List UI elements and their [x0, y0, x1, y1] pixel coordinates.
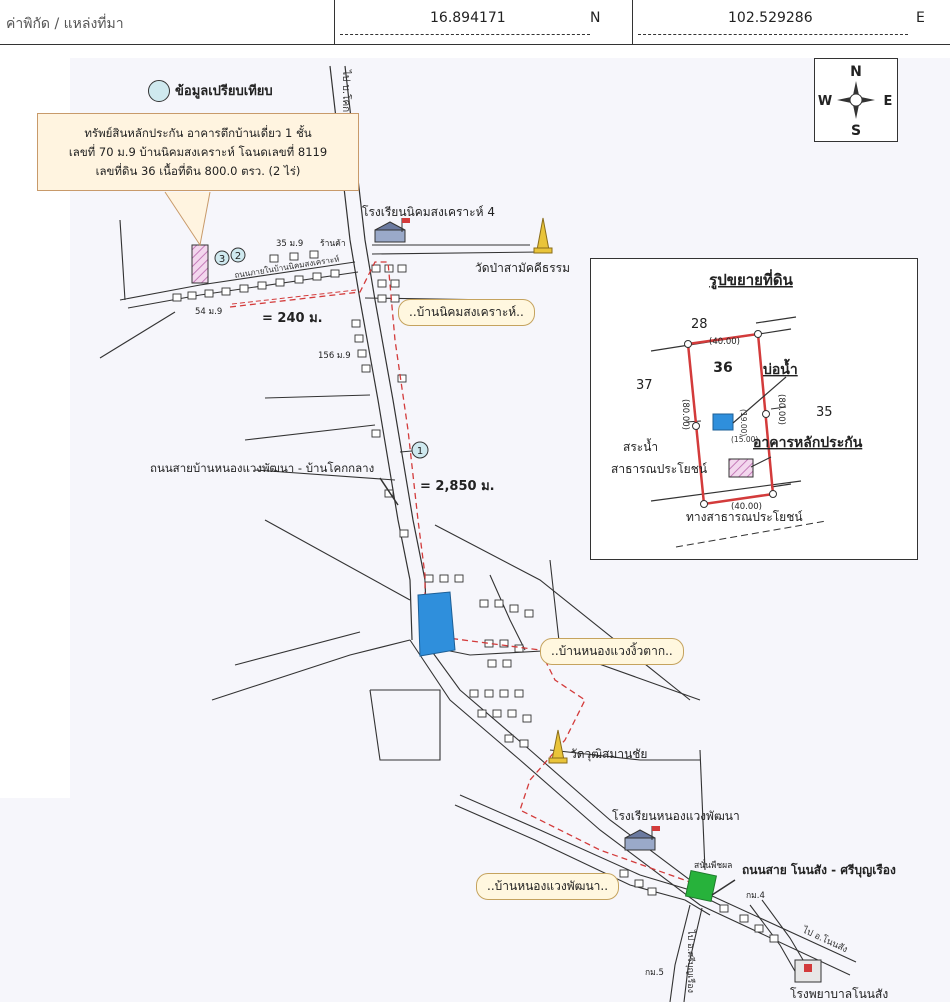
- marker-2: 2: [230, 247, 246, 263]
- longitude-cell: 102.529286 E: [632, 0, 950, 44]
- temple-icon: [533, 217, 553, 254]
- building-label: อาคารหลักประกัน: [753, 435, 863, 451]
- temple-icon: [548, 729, 568, 764]
- latitude-underline: [340, 34, 590, 35]
- distance-arrow: [231, 289, 357, 305]
- comparison-legend-label: ข้อมูลเปรียบเทียบ: [175, 84, 273, 99]
- hospital-icon: [794, 959, 822, 983]
- subject-parcel: [191, 244, 209, 284]
- marker-3-label: 3: [219, 254, 225, 265]
- public-road-label: ทางสาธารณประโยชน์: [686, 510, 803, 524]
- field-parcel: [684, 869, 718, 903]
- village2-tag: ..บ้านหนองแวงงิ้วตาก..: [540, 638, 684, 665]
- school2-label: โรงเรียนหนองแวงพัฒนา: [612, 809, 740, 823]
- well-height: (19.00): [739, 409, 748, 436]
- field-label: สนั่นพืชผล: [694, 859, 732, 871]
- compass-w: W: [818, 94, 832, 109]
- right-length: (80.00): [776, 394, 786, 425]
- latitude-direction: N: [590, 10, 601, 26]
- well-shape: [712, 413, 734, 431]
- village1-tag: ..บ้านนิคมสงเคราะห์..: [398, 299, 535, 326]
- building-shape: [728, 458, 754, 478]
- pond-label-2: สาธารณประโยชน์: [611, 462, 707, 476]
- school1-label: โรงเรียนนิคมสงเคราะห์ 4: [362, 205, 495, 219]
- left-length: (80.00): [680, 399, 690, 430]
- latitude-value: 16.894171: [430, 10, 506, 26]
- km5-label: กม.5: [645, 968, 664, 978]
- village3-tag: ..บ้านหนองแวงพัฒนา..: [476, 873, 620, 900]
- lot-36: 36: [713, 360, 732, 376]
- longitude-value: 102.529286: [728, 10, 813, 26]
- road-pointer-arrow: [379, 477, 399, 506]
- bottom-length: (40.00): [731, 502, 762, 512]
- callout-pointer: [164, 191, 211, 247]
- water-body: [417, 591, 456, 657]
- compass-s: S: [851, 123, 861, 139]
- marker-1-label: 1: [417, 446, 423, 457]
- inset-title: รูปขยายที่ดิน: [709, 269, 793, 290]
- header-label-cell: ค่าพิกัด / แหล่งที่มา: [0, 0, 335, 44]
- main-road-label: ถนนสายบ้านหนองแวงพัฒนา - บ้านโคกกลาง: [150, 461, 374, 475]
- building-blocks: [172, 250, 779, 943]
- parcel-detail-drawing: รูปขยายที่ดิน 28 (40.00) 36 37 35 (80.: [611, 269, 863, 548]
- lot-37: 37: [636, 378, 653, 393]
- south-road-label: ถนนสาย โนนสัง - ศรีบุญเรือง: [742, 862, 896, 878]
- compass-n: N: [850, 64, 862, 80]
- property-info-box: ทรัพย์สินหลักประกัน อาคารตึกบ้านเดี่ยว 1…: [37, 113, 359, 191]
- lot-28: 28: [691, 317, 708, 332]
- pond-label-1: สระน้ำ: [623, 438, 658, 454]
- header-label: ค่าพิกัด / แหล่งที่มา: [6, 16, 124, 32]
- compass-rose: N S E W: [814, 58, 898, 142]
- latitude-cell: 16.894171 N: [334, 0, 633, 44]
- school-icon: [624, 826, 660, 851]
- road-sw-label: ไป อ.ศรีบุญเรือง: [685, 929, 696, 993]
- parcel-detail-inset: รูปขยายที่ดิน 28 (40.00) 36 37 35 (80.: [590, 258, 918, 560]
- distance-2-label: = 2,850 ม.: [420, 479, 495, 494]
- addr-54-label: 54 ม.9: [195, 307, 222, 317]
- well-width: (15.00): [731, 435, 758, 444]
- property-info-line1: ทรัพย์สินหลักประกัน อาคารตึกบ้านเดี่ยว 1…: [84, 126, 312, 140]
- addr-35-label: 35 ม.9: [276, 239, 303, 249]
- temple1-label: วัดป่าสามัคคีธรรม: [475, 261, 570, 275]
- shop-label: ร้านค้า: [320, 238, 346, 249]
- marker-3: 3: [214, 250, 230, 266]
- compass-e: E: [884, 94, 893, 109]
- coordinate-header: ค่าพิกัด / แหล่งที่มา 16.894171 N 102.52…: [0, 0, 950, 45]
- school-icon: [374, 218, 410, 243]
- road-pointer-arrow: [711, 879, 736, 896]
- distance-1-label: = 240 ม.: [262, 311, 323, 326]
- top-length: (40.00): [709, 337, 740, 347]
- lot-35: 35: [816, 405, 833, 420]
- longitude-underline: [638, 34, 908, 35]
- property-info-line2: เลขที่ 70 ม.9 บ้านนิคมสงเคราะห์ โฉนดเลขท…: [68, 145, 328, 159]
- hospital-label: โรงพยาบาลโนนสัง: [790, 987, 888, 1001]
- comparison-legend-icon: [148, 80, 170, 102]
- km4-label: กม.4: [746, 891, 765, 901]
- marker-1: 1: [399, 441, 429, 459]
- longitude-direction: E: [916, 10, 925, 26]
- addr-156-label: 156 ม.9: [318, 351, 351, 361]
- temple2-label: วัดวุฒิสมานชัย: [570, 747, 647, 762]
- property-info-line3: เลขที่ดิน 36 เนื้อที่ดิน 800.0 ตรว. (2 ไ…: [95, 164, 301, 178]
- marker-2-label: 2: [235, 251, 241, 262]
- compass-icon: N S E W: [818, 64, 893, 139]
- well-label: บ่อน้ำ: [763, 358, 798, 378]
